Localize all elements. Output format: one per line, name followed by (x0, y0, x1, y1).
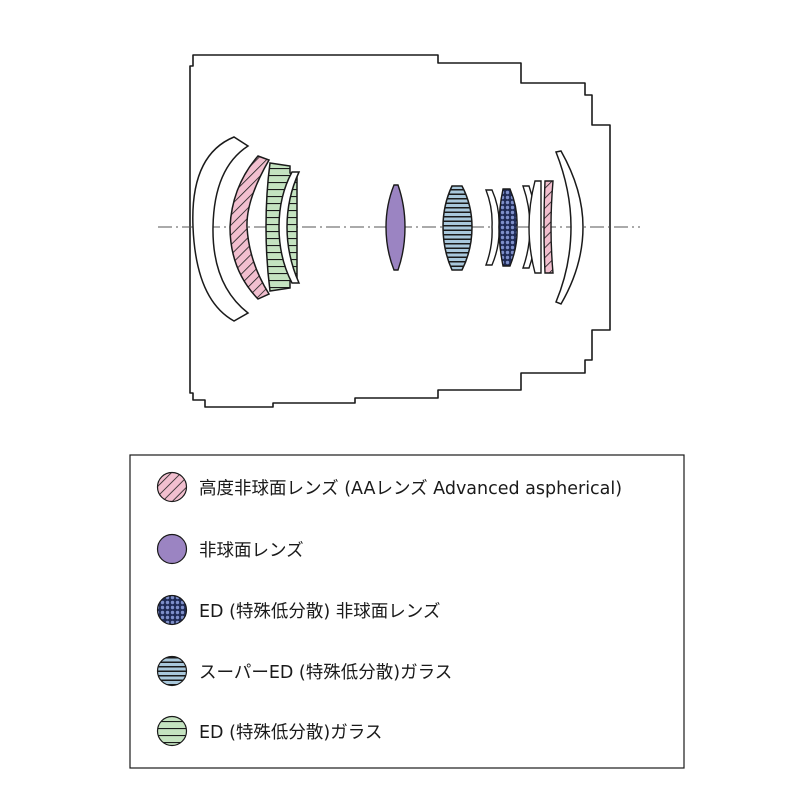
legend-swatch-blue-stripes (156, 655, 188, 687)
legend-item-ed-glass: ED (特殊低分散)ガラス (156, 715, 382, 747)
lens-element-5-aspherical (385, 184, 406, 271)
lens-element-1 (192, 136, 250, 322)
lens-barrel-outline (189, 54, 611, 408)
legend-item-ed-aspherical: ED (特殊低分散) 非球面レンズ (156, 594, 440, 626)
legend-label-aa-lens: 高度非球面レンズ (AAレンズ Advanced aspherical) (199, 479, 622, 499)
lens-element-2-aa (229, 155, 271, 300)
lens-element-10 (528, 180, 542, 274)
legend-label-ed-aspherical: ED (特殊低分散) 非球面レンズ (199, 602, 440, 622)
legend-swatch-pink-hatch (156, 471, 188, 503)
legend-label-aspherical: 非球面レンズ (199, 541, 304, 561)
lens-element-11-aa (543, 180, 554, 274)
lens-element-7 (484, 189, 500, 266)
legend-swatch-blue-dots (156, 594, 188, 626)
lens-element-6-super-ed (442, 185, 473, 271)
legend-swatch-purple (156, 533, 188, 565)
legend-item-aa-lens: 高度非球面レンズ (AAレンズ Advanced aspherical) (156, 471, 622, 503)
legend-label-ed-glass: ED (特殊低分散)ガラス (199, 723, 382, 743)
legend-item-super-ed: スーパーED (特殊低分散)ガラス (156, 655, 452, 687)
lens-element-4 (278, 171, 301, 284)
lens-element-12 (554, 150, 584, 305)
lens-element-8-ed-aspherical (498, 188, 518, 267)
legend-swatch-green-stripes (156, 715, 188, 747)
legend-box (129, 454, 685, 769)
legend-label-super-ed: スーパーED (特殊低分散)ガラス (199, 663, 452, 683)
legend-item-aspherical: 非球面レンズ (156, 533, 304, 565)
